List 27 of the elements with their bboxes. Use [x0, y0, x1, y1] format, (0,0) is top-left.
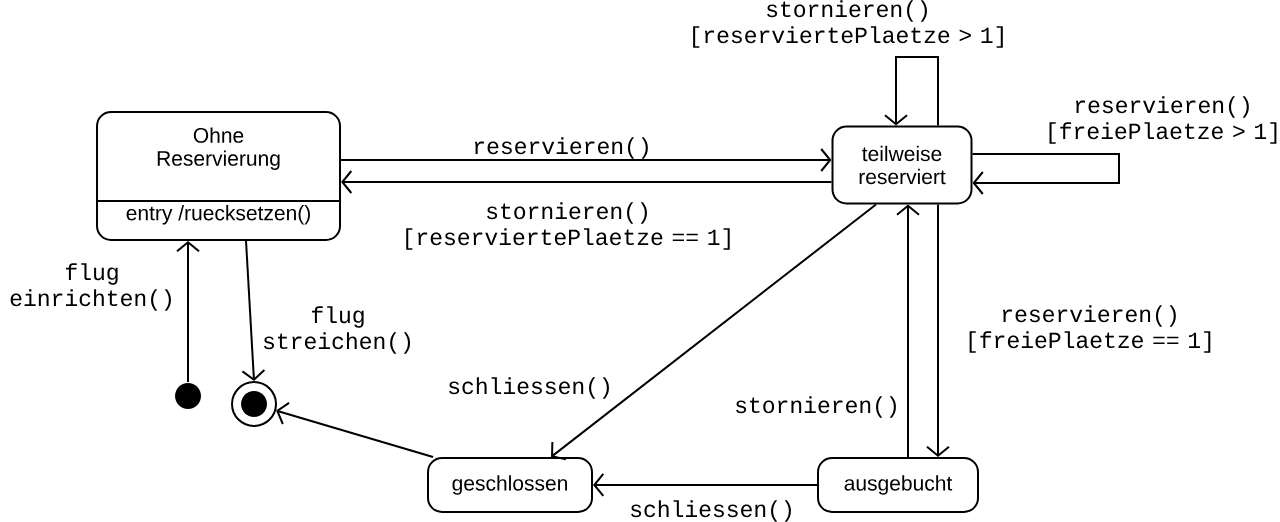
transition-arrow — [340, 148, 832, 172]
edge-label: reservieren() — [475, 137, 648, 159]
state-box: teilweise reserviert — [831, 125, 973, 205]
transition-arrow — [341, 170, 833, 194]
transition-arrow — [551, 203, 877, 461]
edge-label: flug streichen() — [264, 306, 411, 354]
transition-arrow — [176, 241, 200, 383]
final-state — [231, 381, 277, 427]
edge-label: stornieren() [reserviertePlaetze == 1] — [406, 202, 730, 250]
transition-arrow — [241, 240, 266, 381]
edge-label: schliessen() — [631, 500, 791, 522]
transition-arrow — [884, 56, 939, 127]
transition-arrow — [926, 203, 950, 457]
edge-label: reservieren() [freiePlaetze == 1] — [969, 305, 1211, 353]
edge-label: reservieren() [freiePlaetze > 1] — [1049, 96, 1277, 144]
state-box: ausgebucht — [817, 457, 979, 513]
initial-state — [175, 383, 201, 409]
state-box: geschlossen — [427, 457, 593, 513]
transition-arrow — [971, 153, 1120, 195]
edge-label: schliessen() — [449, 377, 609, 399]
edge-label: flug einrichten() — [10, 263, 171, 311]
edge-label: stornieren() [reserviertePlaetze > 1] — [693, 0, 1003, 48]
transition-arrow — [276, 401, 435, 458]
edge-label: stornieren() — [736, 396, 896, 418]
transition-arrow — [593, 473, 818, 497]
state-box: Ohne Reservierung entry /ruecksetzen() — [95, 111, 342, 241]
transition-arrow — [896, 204, 920, 458]
